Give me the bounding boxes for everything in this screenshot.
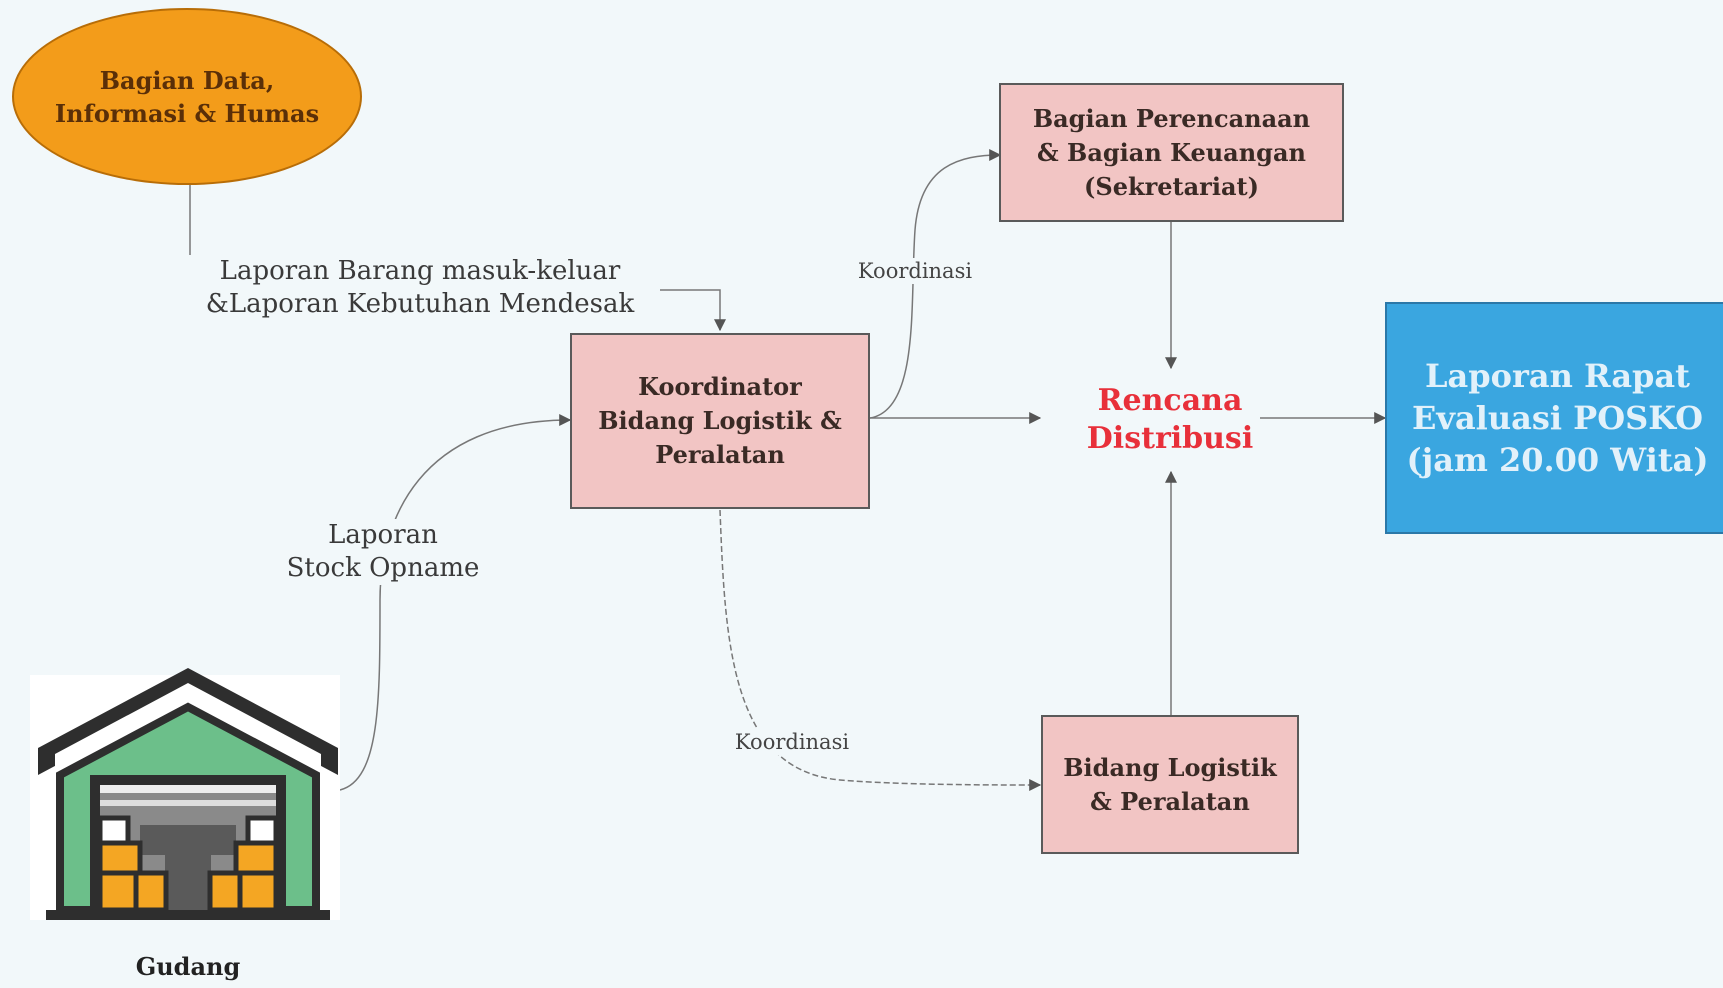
node-laporan-rapat-label: Laporan Rapat Evaluasi POSKO (jam 20.00 …: [1406, 357, 1709, 479]
node-koordinator-bidang-logistik: Koordinator Bidang Logistik & Peralatan: [570, 333, 870, 509]
edge-koordinator-to-bidang-logistik: [719, 509, 1042, 791]
edge-gudang-to-koordinator: [339, 414, 572, 791]
node-koordinator-label: Koordinator Bidang Logistik & Peralatan: [598, 372, 842, 469]
node-bagian-data-informasi-humas: Bagian Data, Informasi & Humas: [12, 8, 362, 185]
node-bidang-logistik-peralatan: Bidang Logistik & Peralatan: [1041, 715, 1299, 854]
edge-label-laporan-stock-opname: Laporan Stock Opname: [268, 519, 498, 585]
edge-label-koordinasi-bottom: Koordinasi: [722, 729, 862, 755]
node-rencana-distribusi: Rencana Distribusi: [1045, 375, 1295, 465]
node-bagian-perencanaan-keuangan: Bagian Perencanaan & Bagian Keuangan (Se…: [999, 83, 1344, 222]
node-bagian-data-label: Bagian Data, Informasi & Humas: [54, 65, 320, 128]
node-laporan-rapat-evaluasi: Laporan Rapat Evaluasi POSKO (jam 20.00 …: [1385, 302, 1723, 534]
node-gudang-label: Gudang: [135, 952, 241, 981]
edge-label-koordinasi-top: Koordinasi: [845, 258, 985, 284]
node-bagian-perencanaan-label: Bagian Perencanaan & Bagian Keuangan (Se…: [1032, 103, 1311, 201]
node-bidang-logistik-label: Bidang Logistik & Peralatan: [1063, 752, 1277, 816]
warehouse-icon: [30, 668, 340, 920]
edge-koordinator-to-perencanaan: [869, 149, 1002, 419]
edge-label-laporan-barang: Laporan Barang masuk-keluar &Laporan Keb…: [180, 255, 660, 321]
node-rencana-distribusi-label: Rencana Distribusi: [1086, 383, 1254, 456]
